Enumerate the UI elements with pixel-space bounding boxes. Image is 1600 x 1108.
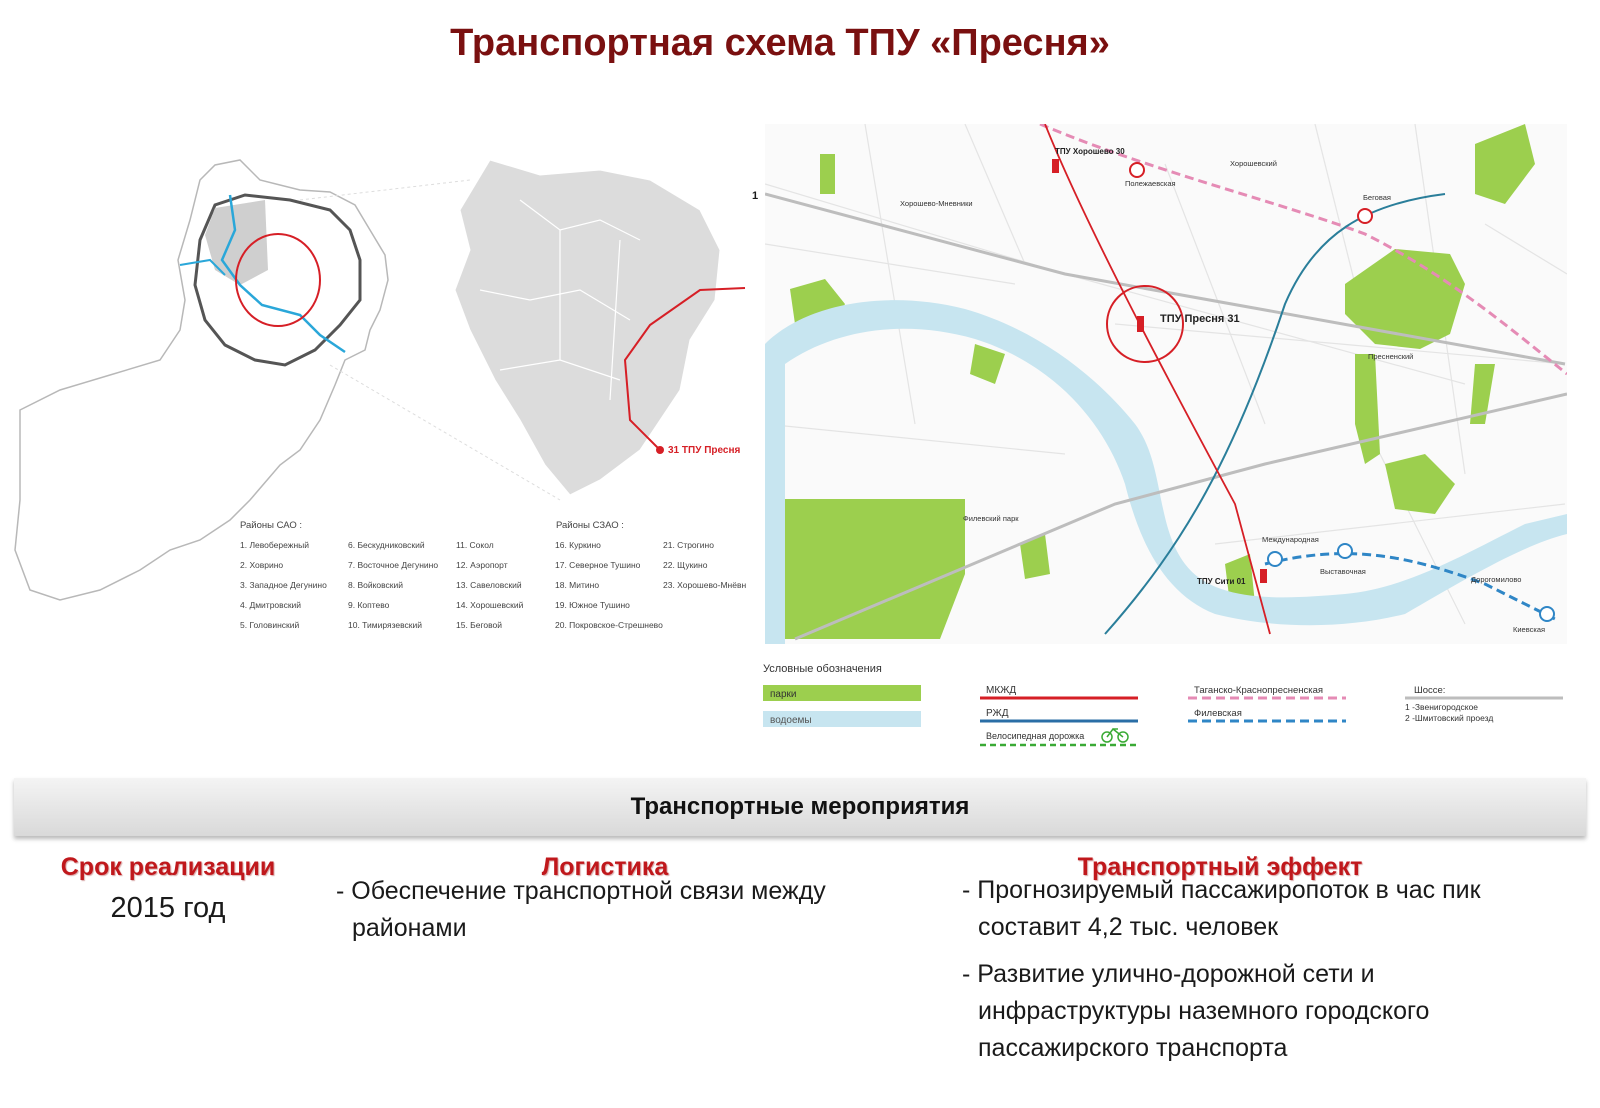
legend-filevskaya: Филевская — [1194, 708, 1242, 719]
mkzd-line-zoom — [623, 287, 746, 451]
station-label: Полежаевская — [1125, 179, 1176, 188]
district-list-item: 16. Куркино — [555, 540, 601, 550]
legend-highway-2: 2 -Шмитовский проезд — [1405, 713, 1493, 723]
legend-water: водоемы — [770, 715, 812, 726]
legend-heading: Условные обозначения — [763, 663, 882, 675]
district-label: Дорогомилово — [1471, 575, 1521, 584]
filevskaya-line — [1264, 552, 1556, 621]
district-list-item: 3. Западное Дегунино — [240, 580, 327, 590]
district-label: Пресненский — [1368, 352, 1413, 361]
district-label: Хорошево-Мневники — [900, 199, 973, 208]
district-list-item: 21. Строгино — [663, 540, 714, 550]
station-label: Беговая — [1363, 193, 1391, 202]
legend-bike: Велосипедная дорожка — [986, 731, 1084, 741]
page-title: Транспортная схема ТПУ «Пресня» — [450, 22, 1110, 64]
region-outline — [14, 159, 389, 601]
sao-heading: Районы САО : — [240, 520, 302, 531]
metro-icons — [1129, 162, 1373, 224]
tpu-city-label: ТПУ Сити 01 — [1197, 577, 1246, 586]
parks — [765, 124, 1535, 639]
district-list-item: 13. Савеловский — [456, 580, 522, 590]
district-list-item: 12. Аэропорт — [456, 560, 508, 570]
district-list-item: 7. Восточное Дегунино — [348, 560, 438, 570]
park-label: Филевский парк — [963, 514, 1019, 523]
tpu-khoroshevo-label: ТПУ Хорошево 30 — [1055, 147, 1125, 156]
station-label: Киевская — [1513, 625, 1545, 634]
tpu-presnya-ring — [1106, 285, 1184, 363]
district-list-item: 11. Сокол — [456, 540, 494, 550]
district-list-item: 14. Хорошевский — [456, 600, 524, 610]
szao-list: 16. Куркино 17. Северное Тушино 18. Митино… — [555, 540, 746, 630]
mkzd-line — [1044, 124, 1271, 635]
district-list-item: 4. Дмитровский — [240, 600, 301, 610]
detail-map: ТПУ Пресня 31 ТПУ Хорошево 30 ТПУ Сити 0… — [765, 124, 1567, 644]
district-list-item: 5. Головинский — [240, 620, 299, 630]
district-list-item: 1. Левобережный — [240, 540, 309, 550]
district-list-item: 20. Покровское-Стрешнево — [555, 620, 663, 630]
legend-mkzd: МКЖД — [986, 685, 1016, 696]
section-banner: Транспортные мероприятия — [14, 778, 1586, 836]
sao-list: 1. Левобережный 2. Ховрино 3. Западное Дег… — [240, 540, 524, 630]
district-list-item: 2. Ховрино — [240, 560, 283, 570]
legend-highway-1: 1 -Звенигородское — [1405, 702, 1478, 712]
legend-tagansko: Таганско-Краснопресненская — [1194, 685, 1323, 696]
col2-item: - Обеспечение транспортной связи между р… — [336, 877, 826, 942]
district-list-item: 15. Беговой — [456, 620, 502, 630]
district-list-item: 10. Тимирязевский — [348, 620, 422, 630]
map-legend: Условные обозначения парки водоемы МКЖД … — [763, 663, 1563, 747]
moskva-river — [765, 300, 1567, 644]
district-list-item: 17. Северное Тушино — [555, 560, 641, 570]
legend-rzd: РЖД — [986, 708, 1009, 719]
overview-map: 31 ТПУ Пресня Районы САО : 1. Левобережн… — [14, 159, 746, 630]
district-label: Хорошевский — [1230, 159, 1277, 168]
col1-heading: Срок реализации — [60, 853, 276, 881]
district-list-item: 19. Южное Тушино — [555, 600, 630, 610]
district-list-item: 9. Коптево — [348, 600, 390, 610]
tagansko-line — [1039, 124, 1567, 376]
col2-heading: Логистика — [541, 853, 669, 881]
tpu-zoom-label: 31 ТПУ Пресня — [668, 445, 741, 456]
col3-item: - Развитие улично-дорожной сети и инфрас… — [962, 960, 1430, 1062]
bike-icon — [1101, 727, 1129, 743]
col3-heading: Транспортный эффект — [1077, 853, 1363, 881]
legend-parks: парки — [770, 689, 797, 700]
szao-heading: Районы СЗАО : — [556, 520, 624, 531]
district-zoom — [454, 159, 721, 496]
tpu-presnya-label: ТПУ Пресня 31 — [1160, 313, 1240, 325]
highway-marker-1-outside: 1 — [752, 190, 759, 202]
river — [220, 194, 346, 354]
district-list-item: 18. Митино — [555, 580, 599, 590]
legend-highways: Шоссе: — [1414, 685, 1445, 696]
district-list-item: 8. Войковский — [348, 580, 403, 590]
district-list-item: 22. Щукино — [663, 560, 708, 570]
district-shade — [205, 200, 268, 285]
district-list-item: 23. Хорошево-Мнёвн — [663, 580, 746, 590]
col1-value: 2015 год — [110, 892, 226, 924]
district-list-item: 6. Бескудниковский — [348, 540, 425, 550]
station-label: Выставочная — [1320, 567, 1366, 576]
mkzd-ring — [235, 233, 321, 327]
station-label: Международная — [1262, 535, 1319, 544]
col3-item: - Прогнозируемый пассажиропоток в час пи… — [962, 876, 1481, 941]
